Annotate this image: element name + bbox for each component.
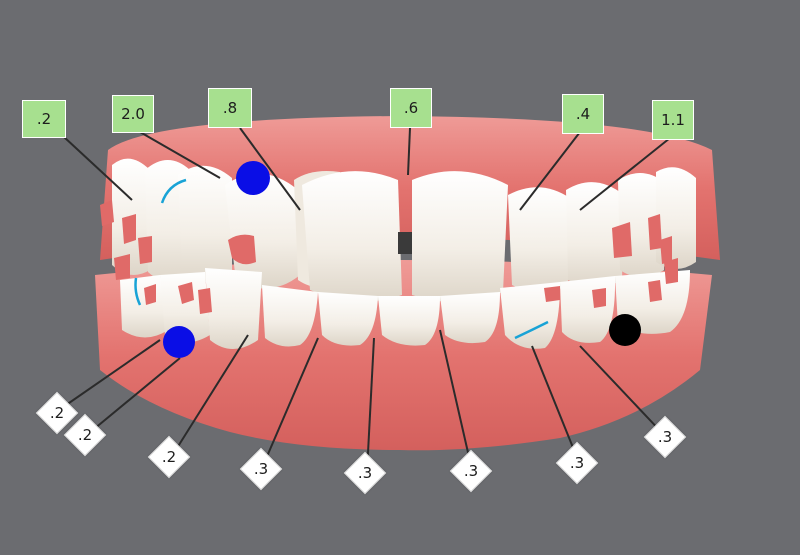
attachment-9 — [544, 286, 560, 302]
lower-label-l6-text: .3 — [463, 462, 479, 480]
leader-line-u6 — [579, 137, 671, 211]
attachment-5 — [144, 284, 156, 305]
tooth-lower-right-central — [378, 296, 440, 346]
tooth-upper-right-central — [412, 171, 508, 302]
attachment-4 — [114, 254, 130, 280]
tooth-upper-left-central — [302, 171, 402, 302]
leader-line-l3 — [171, 334, 249, 457]
upper-label-u6[interactable]: 1.1 — [652, 100, 694, 140]
leader-line-l8 — [579, 345, 666, 437]
leader-line-u4 — [407, 127, 411, 176]
attachment-6 — [178, 282, 194, 304]
lower-label-l4-text: .3 — [253, 460, 269, 478]
attachment-1 — [100, 200, 114, 226]
attachment-7 — [198, 288, 212, 314]
tooth-lower-right-canine — [500, 282, 560, 349]
upper-label-u4-text: .6 — [403, 99, 419, 117]
upper-label-u3[interactable]: .8 — [208, 88, 252, 128]
attachment-3 — [138, 236, 152, 264]
attachment-13 — [660, 236, 672, 264]
attachment-15 — [648, 280, 662, 302]
attachment-12 — [648, 214, 662, 250]
tooth-upper-right-lateral — [508, 187, 570, 293]
attachment-14 — [664, 258, 678, 284]
lower-label-l5-text: .3 — [357, 464, 373, 482]
lower-label-l1-text: .2 — [49, 404, 65, 422]
upper-label-u5-text: .4 — [575, 105, 591, 123]
leader-line-l7 — [531, 345, 579, 461]
leader-line-l5 — [366, 337, 375, 473]
arch-wire-upper-left — [160, 178, 187, 204]
attachment-8 — [228, 234, 256, 265]
upper-label-u3-text: .8 — [222, 99, 238, 117]
lower-label-l8-text: .3 — [657, 428, 673, 446]
upper-label-u6-text: 1.1 — [661, 111, 685, 129]
leader-lines — [55, 127, 671, 473]
attachment-2 — [122, 214, 136, 244]
attachments — [100, 200, 678, 314]
arch-wires — [134, 178, 549, 340]
tooth-lower-left-central — [318, 292, 378, 346]
marker-black-lower[interactable] — [609, 314, 641, 346]
upper-label-u5[interactable]: .4 — [562, 94, 604, 134]
upper-label-u4[interactable]: .6 — [390, 88, 432, 128]
lower-teeth — [120, 268, 690, 349]
leader-line-l2 — [87, 357, 181, 435]
upper-label-u1[interactable]: .2 — [22, 100, 66, 138]
marker-blue-upper[interactable] — [236, 161, 270, 195]
marker-blue-lower[interactable] — [163, 326, 195, 358]
attachment-10 — [592, 288, 606, 308]
tooth-lower-left-lateral — [262, 285, 318, 347]
interproximal-gap — [398, 232, 412, 254]
upper-teeth — [112, 158, 696, 302]
upper-label-u1-text: .2 — [36, 110, 52, 128]
tooth-upper-left-premolar-1 — [178, 165, 232, 282]
arch-wire-lower-left — [134, 277, 142, 306]
leader-line-l4 — [261, 337, 319, 469]
upper-label-u2[interactable]: 2.0 — [112, 95, 154, 133]
arch-wire-lower-right — [514, 320, 549, 340]
lower-label-l2-text: .2 — [77, 426, 93, 444]
lower-label-l7-text: .3 — [569, 454, 585, 472]
leader-line-u2 — [139, 131, 221, 179]
markers — [163, 161, 641, 358]
leader-line-l6 — [439, 329, 473, 471]
tooth-lower-right-premolar — [560, 276, 616, 343]
tooth-lower-left-canine — [205, 268, 262, 349]
lower-label-l3-text: .2 — [161, 448, 177, 466]
leader-line-u5 — [519, 131, 581, 211]
leader-line-u3 — [239, 127, 301, 211]
attachment-11 — [612, 222, 632, 258]
leader-line-u1 — [63, 136, 133, 201]
tooth-lower-right-lateral — [440, 292, 500, 344]
tooth-lower-left-premolar — [160, 272, 210, 343]
leader-line-l1 — [55, 339, 161, 413]
upper-label-u2-text: 2.0 — [121, 105, 145, 123]
